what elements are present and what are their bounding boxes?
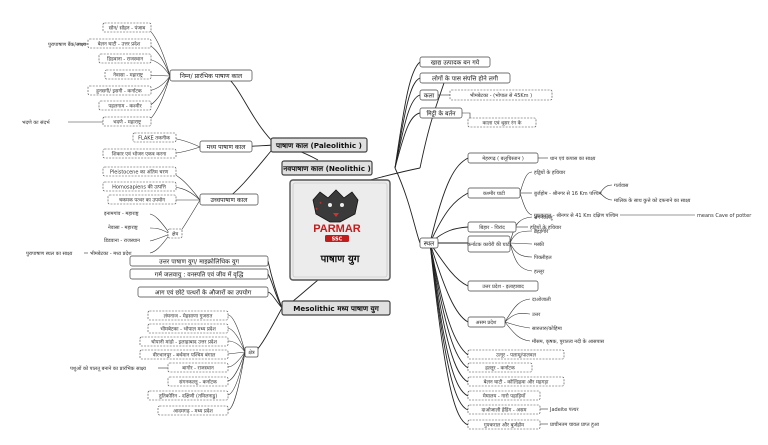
kashmir-label: कश्मीर घाटी	[483, 190, 506, 197]
svg-text:★: ★	[315, 207, 318, 211]
meso-site: लंघनाज - मेहसाणा गुजरात	[164, 313, 213, 320]
paleolithic-branch: पाषाण काल (Paleolithic )	[270, 137, 368, 153]
upper-site: इनामगांव - महाराष्ट्र	[104, 210, 139, 217]
logo-brand: PARMAR	[313, 223, 361, 235]
neo-site: हल्लूर - कर्नाटक	[485, 365, 515, 372]
meso-fact: गर्म जलवायु : वनस्पति एवं जीव में वृद्धि	[155, 271, 244, 279]
mesolithic-label: Mesolithic मध्य पाषाण युग	[293, 304, 379, 314]
neo-art-value: भीमबेटका - (भोपाल से 45Km )	[470, 92, 532, 99]
jadeite-note: Jadeite पत्थर	[549, 407, 579, 413]
lower-note: पुरापाषाण बैंक/साक्ष्य	[48, 41, 86, 48]
karnataka-site: संगनकल्लू	[534, 214, 553, 221]
meso-site: चोपानी मांडो - इलाहाबाद उत्तर प्रदेश	[151, 339, 217, 346]
karnataka-site: हल्लूर	[534, 269, 545, 275]
middle-paleolithic: मध्य पाषाण काल FLAKE तकनीक शिकार एवं भोज…	[102, 132, 253, 159]
center-node: ★ ★ PARMAR SSC पाषाण युग	[289, 179, 391, 281]
neo-site: दाओजाली हेडिंग - असम	[482, 407, 528, 414]
neo-fact: लोगों के पास संपत्ति होने लगी	[432, 75, 498, 83]
upper-item: Homosapiens की उत्पत्ति	[112, 184, 166, 191]
center-title: पाषाण युग	[320, 254, 360, 265]
assam-item: दाओजाली	[532, 296, 551, 303]
bihar-label: बिहार - चिरांद	[479, 224, 505, 231]
neolithic-label: नवपाषाण काल (Neolithic )	[282, 164, 371, 173]
mehrgarh-note: धान एवं कपास का साक्ष्य	[550, 155, 595, 162]
middle-item: शिकार एवं भोजन एकत्र करना	[112, 151, 167, 158]
neo-site: उत्नूर - पलामू/पालवल	[496, 353, 537, 359]
karnataka-site: ब्रह्मगिरि	[534, 228, 549, 235]
upper-label: उच्चपाषाण काल	[211, 197, 249, 204]
lower-site: बेलन घाटी - उत्तर प्रदेश	[98, 41, 141, 48]
paleolithic-label: पाषाण काल (Paleolithic )	[275, 141, 362, 150]
middle-item: FLAKE तकनीक	[138, 135, 170, 142]
neo-pottery-value: काला एवं धूसर रंग के	[483, 120, 522, 127]
upper-item: चकमक पत्थर का उपयोग	[119, 197, 165, 204]
kashmir-item: हड्डियों के हथियार	[534, 169, 566, 176]
kashmir-item: बुर्जहोम - श्रीनगर से 16 Km पश्चिम	[534, 190, 603, 197]
kashmir-item: गुफ़कराल - श्रीनगर से 41 Km दक्षिण पश्चि…	[534, 212, 619, 219]
upper-sites-label: क्षेत्र	[172, 231, 179, 238]
bagor-note: पशुओं को पालतू बनाने का प्रारंभिक साक्ष्…	[70, 365, 146, 372]
upper-site: नेवासा - महाराष्ट्र	[108, 224, 139, 231]
gufkral-note: means Cave of potter	[697, 213, 752, 219]
lower-site: सोन/ सोहन - पंजाब	[109, 25, 146, 32]
neo-pottery-label: मिट्टी के बर्तन	[426, 110, 456, 118]
mesolithic-branch: Mesolithic मध्य पाषाण युग	[281, 300, 391, 316]
lower-note: भदणे का संदर्भ	[22, 119, 51, 126]
upper-site: डिडवाना - राजस्थान	[104, 237, 140, 244]
assam-item: उत्तर	[532, 312, 541, 318]
assam-item: सारुतारु/कोहिमा	[532, 325, 563, 332]
neo-site: गुफ्कराल और बुर्जहोम	[484, 422, 525, 429]
svg-text:★: ★	[319, 201, 322, 205]
lower-site: डिडवाना - राजस्थान	[107, 56, 143, 63]
neo-site: बेलन घाटी - कोल्डिहवा और महगड़ा	[483, 379, 549, 386]
lower-label: निम्न/ प्रारंभिक पाषाण काल	[180, 72, 243, 80]
burzahom-note: गर्तावास	[614, 182, 629, 189]
burzahom-note: मालिक के साथ कुत्ते को दफनाने का साक्ष्य	[614, 197, 690, 204]
meso-fact: आग एवं छोटे पत्थरों के औजारों का उपयोग	[155, 289, 252, 297]
neo-fact: खाद्य उत्पादक बन गये	[431, 59, 480, 67]
bihar-note: हड्डियों के हथियार	[530, 224, 562, 231]
upper-item: Pleistocene का अंतिम चरण	[110, 169, 169, 176]
neo-art-label: कला	[424, 93, 435, 100]
meso-site: भीमबेटका - भोपाल मध्य प्रदेश	[160, 326, 216, 333]
karnataka-site: पिक्लीहल	[534, 254, 552, 261]
meso-site: आदमगढ़ - मध्य प्रदेश	[173, 408, 213, 415]
meso-site: तुतिकोरिन - दक्षिणी (तमिलनाडु)	[159, 393, 218, 400]
logo-sub: SSC	[332, 237, 343, 243]
parmar-logo: ★ ★ PARMAR SSC	[312, 189, 361, 243]
karnataka-label: कर्नाटक कावेरी की घाटी	[467, 241, 511, 248]
assam-label: असम प्रदेश	[476, 319, 497, 326]
lower-site: भदणे - महाराष्ट्र	[113, 119, 142, 126]
neolithic-details: खाद्य उत्पादक बन गये लोगों के पास संपत्त…	[419, 56, 752, 430]
meso-site: वीरभानपुर - बर्धमान पश्चिम बंगाल	[153, 352, 216, 359]
lower-site: पहलगाम - कश्मीर	[108, 103, 142, 110]
karnataka-site: मस्की	[534, 241, 545, 248]
assam-note: मौसम, कृषक, पुरातत्व नदी के आसपास	[532, 338, 605, 345]
upper-note: पुरापाषाण स्थल का साक्ष्य	[26, 251, 73, 257]
upper-paleolithic: उच्चपाषाण काल Pleistocene का अंतिम चरण H…	[26, 166, 259, 257]
lower-site: नेवासा - महाराष्ट्र	[113, 72, 144, 79]
neolithic-branch: नवपाषाण काल (Neolithic )	[281, 160, 373, 176]
upper-site: भीमबेटका - मध्य प्रदेश	[90, 250, 132, 257]
mehrgarh-label: मेहरगढ़ ( बलूचिस्तान )	[482, 155, 524, 162]
meso-site: संगनकल्लू - कर्नाटक	[179, 379, 217, 386]
neo-sites-label: स्थल	[424, 241, 435, 248]
middle-label: मध्य पाषाण काल	[207, 144, 247, 151]
up-label: उत्तर प्रदेश - इलाहाबाद	[482, 283, 524, 290]
meso-fact: उत्तर पाषाण युग/ माइक्रोलिथिक युग	[159, 258, 239, 266]
lower-paleolithic: निम्न/ प्रारंभिक पाषाण काल सोन/ सोहन - प…	[22, 22, 253, 127]
meso-sites-label: क्षेत्र	[248, 349, 255, 356]
rice-note: प्राचीनतम चावल प्राप्त हुआ	[550, 421, 600, 428]
mesolithic-details: उत्तर पाषाण युग/ माइक्रोलिथिक युग गर्म ज…	[70, 255, 269, 416]
meso-site: बागोर - राजस्थान	[182, 365, 214, 372]
neo-site: मेघालय - गारो पहाड़ियाँ	[483, 393, 527, 400]
lower-site: हुनसगी/ इसगी - कर्नाटक	[96, 88, 142, 95]
